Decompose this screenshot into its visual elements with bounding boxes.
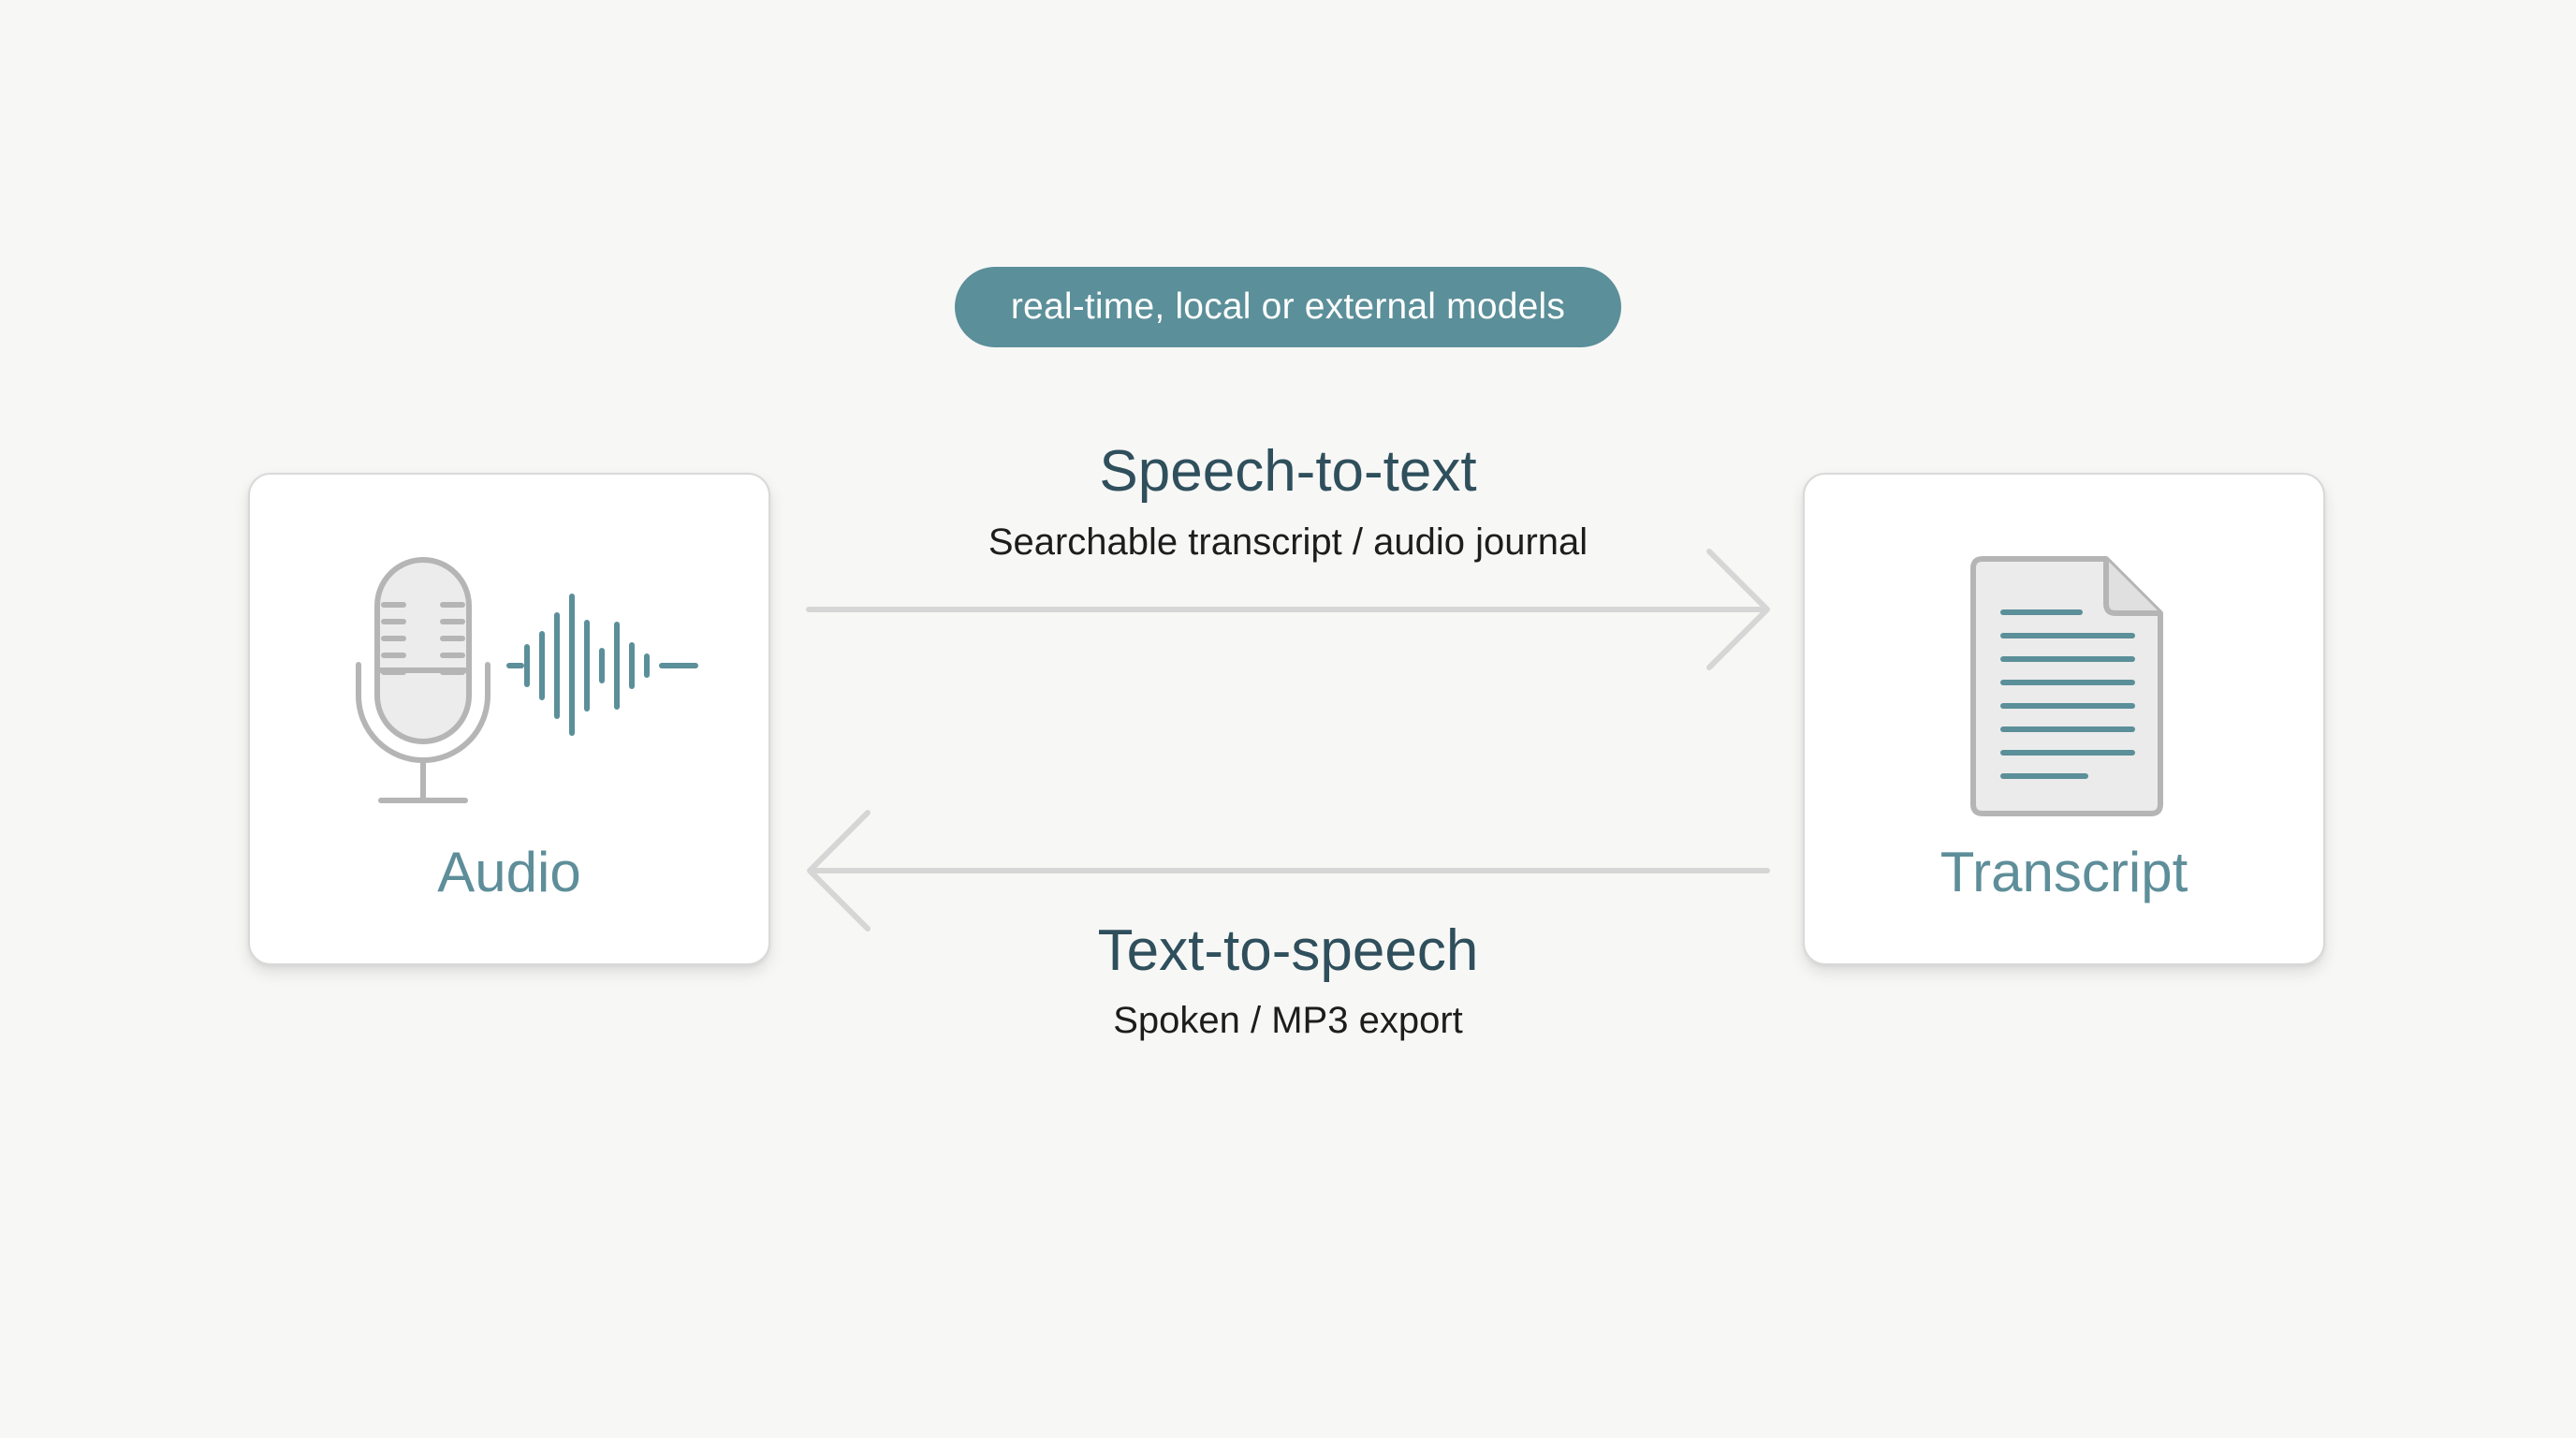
text-to-speech-arrow	[807, 810, 1770, 932]
speech-to-text-arrow	[806, 549, 1770, 670]
transcript-card: Transcript	[1803, 473, 2325, 965]
text-to-speech-subtitle: Spoken / MP3 export	[1113, 1000, 1463, 1041]
models-badge: real-time, local or external models	[955, 267, 1621, 347]
audio-label: Audio	[437, 841, 581, 903]
audio-card: Audio	[248, 473, 770, 965]
document-icon	[1970, 556, 2163, 816]
audio-illustration	[356, 557, 698, 803]
speech-to-text-title: Speech-to-text	[1099, 439, 1477, 504]
transcript-illustration	[1970, 556, 2163, 816]
sound-wave-icon	[506, 594, 698, 736]
text-to-speech-title: Text-to-speech	[1097, 918, 1479, 983]
speech-to-text-subtitle: Searchable transcript / audio journal	[988, 521, 1588, 563]
microphone-icon	[356, 557, 490, 803]
transcript-label: Transcript	[1939, 841, 2188, 903]
